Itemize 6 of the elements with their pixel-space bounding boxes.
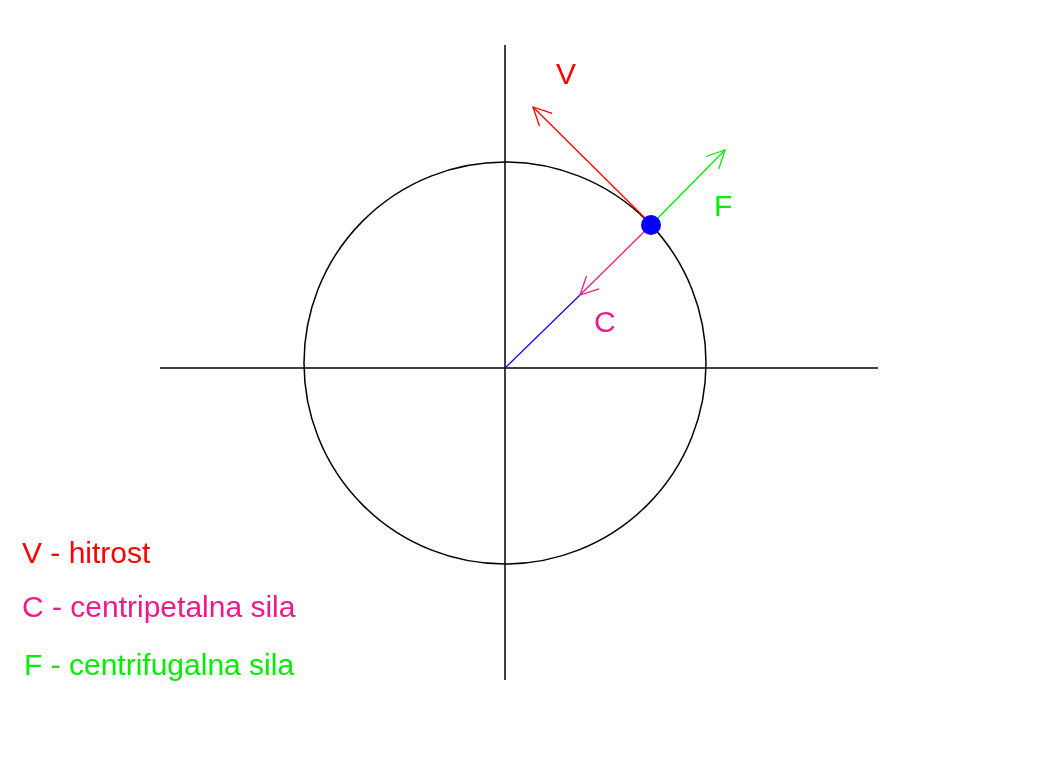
- legend-text: V - hitrost: [22, 536, 151, 570]
- vector-label: F: [714, 189, 733, 223]
- legend-text: C - centripetalna sila: [22, 590, 296, 624]
- vector-label: C: [594, 305, 616, 339]
- vector-label: V: [556, 57, 576, 91]
- legend-text: F - centrifugalna sila: [24, 648, 295, 682]
